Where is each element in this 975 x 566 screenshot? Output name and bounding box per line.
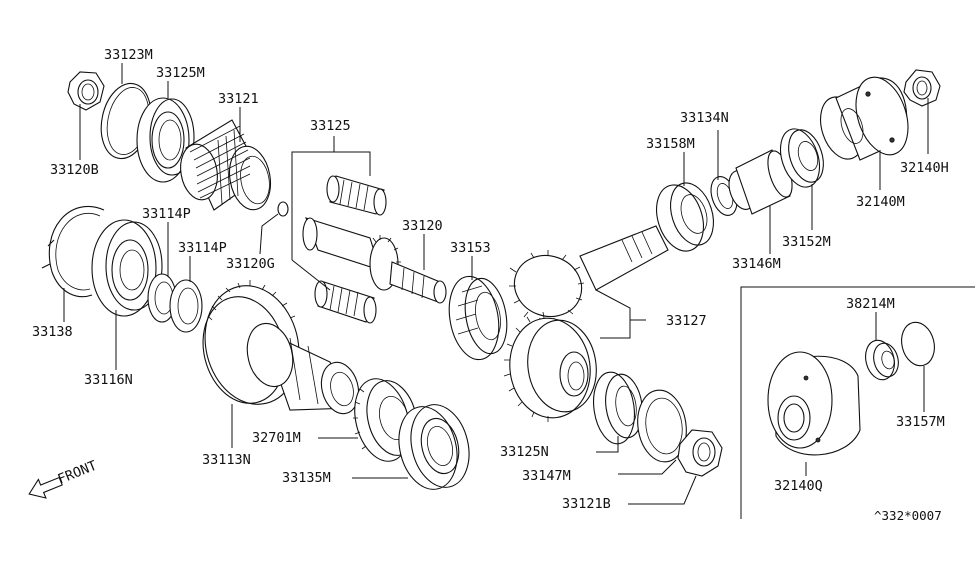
main-shaft-33120 <box>302 217 447 304</box>
spacer-33146M <box>735 149 793 215</box>
label-33127: 33127 <box>666 313 707 329</box>
label-33146M: 33146M <box>732 256 781 272</box>
label-32140M: 32140M <box>856 194 905 210</box>
label-32701M: 32701M <box>252 430 301 446</box>
label-33120G: 33120G <box>226 256 275 272</box>
label-33121B: 33121B <box>562 496 611 512</box>
label-33120B: 33120B <box>50 162 99 178</box>
label-33114P-a: 33114P <box>142 206 191 222</box>
seal-33152M <box>779 128 824 188</box>
nut-32140H <box>903 69 941 107</box>
label-33120: 33120 <box>402 218 443 234</box>
front-arrow-icon <box>28 476 63 499</box>
label-33157M: 33157M <box>896 414 945 430</box>
bearing-33158M <box>656 182 714 252</box>
front-label: FRONT <box>56 458 100 488</box>
part-labels: 33123M 33125M 33121 33120B 33114P 33114P… <box>32 47 949 512</box>
washer-33147M <box>637 389 687 463</box>
label-33147M: 33147M <box>522 468 571 484</box>
flange-32140M <box>820 76 909 161</box>
ball-33120G <box>277 201 289 217</box>
needle-bearing-33125-lower <box>314 280 377 324</box>
needle-bearing-33125-upper <box>326 175 387 216</box>
label-33134N: 33134N <box>680 110 729 126</box>
label-33138: 33138 <box>32 324 73 340</box>
label-33135M: 33135M <box>282 470 331 486</box>
cap-33157M <box>901 321 935 367</box>
sleeve-33153 <box>448 275 508 361</box>
label-32140H: 32140H <box>900 160 949 176</box>
label-33125: 33125 <box>310 118 351 134</box>
housing-32140Q <box>767 351 861 456</box>
label-33123M: 33123M <box>104 47 153 63</box>
inset-frame <box>740 286 975 519</box>
label-32140Q: 32140Q <box>774 478 823 494</box>
label-33125M: 33125M <box>156 65 205 81</box>
label-33113N: 33113N <box>202 452 251 468</box>
bearing-33116N <box>91 219 163 317</box>
ring-gear-33127 <box>503 311 597 422</box>
ring-33114P-b <box>169 279 203 333</box>
label-33114P-b: 33114P <box>178 240 227 256</box>
gear-shaft-33113N <box>202 280 360 415</box>
diagram-code: ^332*0007 <box>874 508 942 523</box>
label-33152M: 33152M <box>782 234 831 250</box>
label-33158M: 33158M <box>646 136 695 152</box>
seal-38214M <box>865 339 899 381</box>
label-38214M: 38214M <box>846 296 895 312</box>
nut-33120B <box>67 71 105 111</box>
label-33153: 33153 <box>450 240 491 256</box>
label-33116N: 33116N <box>84 372 133 388</box>
nut-33121B <box>677 429 723 477</box>
label-33125N: 33125N <box>500 444 549 460</box>
label-33121: 33121 <box>218 91 259 107</box>
leader-lines <box>63 63 929 505</box>
pinion-shaft-33127 <box>509 225 669 325</box>
bearing-33125N <box>593 371 643 445</box>
bearing-33135M <box>398 404 470 490</box>
bearing-33125M <box>136 97 195 183</box>
snap-ring-33138 <box>41 205 105 298</box>
gear-33121 <box>180 119 272 211</box>
